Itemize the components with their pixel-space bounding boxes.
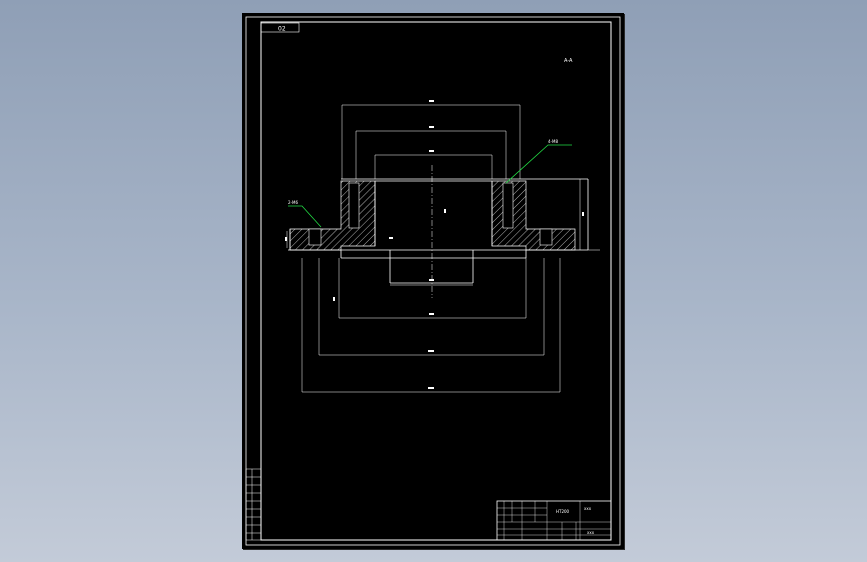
inner-frame: [260, 21, 612, 541]
drawing-sheet: 02 A-A: [242, 13, 624, 549]
title-block: HT200 xxx xxx: [496, 500, 612, 541]
material-label: HT200: [556, 509, 570, 514]
revision-table: [245, 468, 262, 541]
leader-left: 2-M6: [288, 200, 322, 228]
dimension-marks: [285, 100, 584, 389]
view-label: A-A: [564, 58, 573, 64]
leader-right: 4-M8: [505, 139, 572, 184]
leader-right-label: 4-M8: [548, 139, 558, 144]
outer-frame: [245, 16, 621, 546]
dimension-lines: [286, 104, 600, 393]
cad-drawing: 02 A-A: [245, 16, 621, 546]
leader-left-label: 2-M6: [288, 200, 298, 205]
sheet-code: 02: [278, 26, 286, 33]
section-hatch: [289, 180, 576, 251]
sheet-code-box: 02: [260, 22, 300, 33]
part-name: xxx: [587, 530, 595, 535]
part-outline: [288, 165, 589, 298]
drawing-title: xxx: [584, 506, 592, 511]
